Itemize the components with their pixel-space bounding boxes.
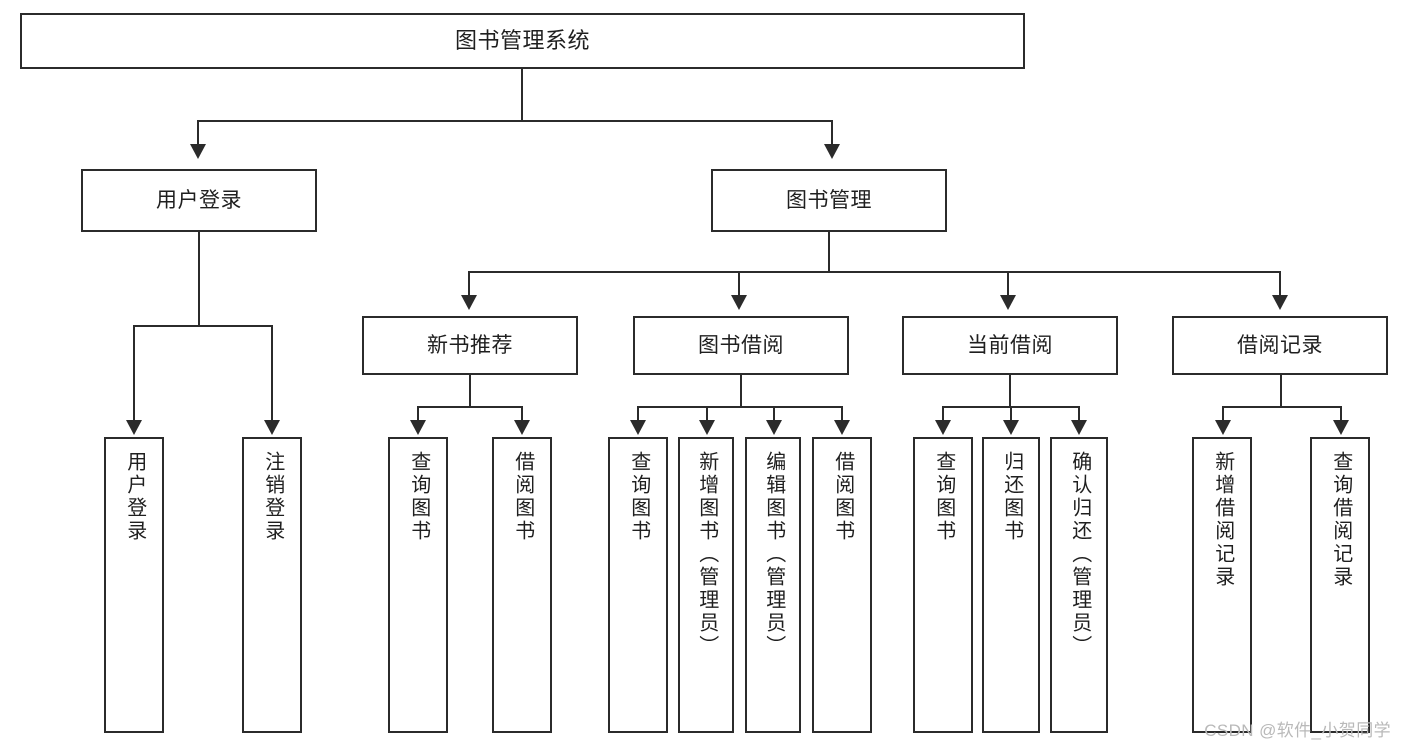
node-user-login[interactable]: 用户登录 — [81, 169, 317, 232]
node-label: 借阅图书 — [511, 451, 534, 543]
node-label: 图书管理系统 — [454, 27, 590, 53]
leaf-borrow-book-borrow[interactable]: 借阅图书 — [812, 437, 872, 733]
leaf-return-book[interactable]: 归还图书 — [982, 437, 1040, 733]
node-label: 查询图书 — [407, 451, 430, 543]
connector-new-book-bus — [417, 406, 522, 408]
node-label: 新增图书（管理员） — [695, 451, 718, 658]
arrowhead-leaf-query-book-3 — [935, 420, 951, 435]
leaf-query-borrow-record[interactable]: 查询借阅记录 — [1310, 437, 1370, 733]
connector-borrow-record-stem — [1280, 375, 1282, 407]
node-label: 图书管理 — [786, 188, 872, 212]
leaf-add-book-admin[interactable]: 新增图书（管理员） — [678, 437, 734, 733]
connector-current-borrow-drop-3 — [1078, 406, 1080, 422]
connector-book-borrow-drop-3 — [773, 406, 775, 422]
node-borrow-record[interactable]: 借阅记录 — [1172, 316, 1388, 375]
node-label: 图书借阅 — [698, 333, 784, 357]
arrowhead-borrow-record — [1272, 295, 1288, 310]
leaf-user-login[interactable]: 用户登录 — [104, 437, 164, 733]
connector-borrow-record-drop-1 — [1222, 406, 1224, 422]
leaf-logout[interactable]: 注销登录 — [242, 437, 302, 733]
connector-book-borrow-drop-1 — [637, 406, 639, 422]
arrowhead-leaf-confirm-return — [1071, 420, 1087, 435]
node-label: 查询图书 — [932, 451, 955, 543]
arrowhead-leaf-user-login — [126, 420, 142, 435]
connector-user-login-stem — [198, 232, 200, 326]
node-current-borrow[interactable]: 当前借阅 — [902, 316, 1118, 375]
leaf-query-book-current[interactable]: 查询图书 — [913, 437, 973, 733]
leaf-borrow-book-newbook[interactable]: 借阅图书 — [492, 437, 552, 733]
connector-book-borrow-drop-2 — [706, 406, 708, 422]
connector-to-current-borrow — [1007, 271, 1009, 297]
arrowhead-leaf-query-record — [1333, 420, 1349, 435]
connector-book-manage-bus — [468, 271, 1280, 273]
connector-root-to-book-manage — [831, 120, 833, 146]
node-label: 用户登录 — [156, 188, 242, 212]
connector-root-bus — [197, 120, 833, 122]
arrowhead-user-login — [190, 144, 206, 159]
connector-current-borrow-drop-2 — [1010, 406, 1012, 422]
connector-new-book-drop-2 — [521, 406, 523, 422]
connector-root-to-user-login — [197, 120, 199, 146]
arrowhead-leaf-query-book-1 — [410, 420, 426, 435]
connector-to-new-book — [468, 271, 470, 297]
arrowhead-leaf-add-book — [699, 420, 715, 435]
arrowhead-leaf-query-book-2 — [630, 420, 646, 435]
node-label: 新增借阅记录 — [1211, 451, 1234, 589]
arrowhead-current-borrow — [1000, 295, 1016, 310]
node-label: 当前借阅 — [967, 333, 1053, 357]
arrowhead-leaf-return-book — [1003, 420, 1019, 435]
connector-new-book-drop-1 — [417, 406, 419, 422]
arrowhead-new-book — [461, 295, 477, 310]
leaf-query-book-newbook[interactable]: 查询图书 — [388, 437, 448, 733]
connector-user-login-drop-1 — [133, 325, 135, 422]
connector-book-borrow-bus — [637, 406, 842, 408]
connector-current-borrow-stem — [1009, 375, 1011, 407]
watermark-text: CSDN @软件_小贺同学 — [1204, 721, 1391, 740]
connector-new-book-stem — [469, 375, 471, 407]
node-label: 确认归还（管理员） — [1068, 451, 1091, 658]
connector-book-borrow-drop-4 — [841, 406, 843, 422]
node-label: 借阅记录 — [1237, 333, 1323, 357]
leaf-query-book-borrow[interactable]: 查询图书 — [608, 437, 668, 733]
node-book-manage[interactable]: 图书管理 — [711, 169, 947, 232]
node-label: 用户登录 — [123, 451, 146, 543]
connector-user-login-drop-2 — [271, 325, 273, 422]
leaf-confirm-return-admin[interactable]: 确认归还（管理员） — [1050, 437, 1108, 733]
node-label: 借阅图书 — [831, 451, 854, 543]
arrowhead-leaf-logout — [264, 420, 280, 435]
node-root-system[interactable]: 图书管理系统 — [20, 13, 1025, 69]
leaf-edit-book-admin[interactable]: 编辑图书（管理员） — [745, 437, 801, 733]
arrowhead-book-manage — [824, 144, 840, 159]
arrowhead-leaf-add-record — [1215, 420, 1231, 435]
node-new-book-recommend[interactable]: 新书推荐 — [362, 316, 578, 375]
arrowhead-leaf-edit-book — [766, 420, 782, 435]
node-label: 归还图书 — [1000, 451, 1023, 543]
connector-current-borrow-drop-1 — [942, 406, 944, 422]
connector-borrow-record-bus — [1222, 406, 1341, 408]
connector-user-login-bus — [133, 325, 272, 327]
node-label: 查询借阅记录 — [1329, 451, 1352, 589]
node-book-borrow[interactable]: 图书借阅 — [633, 316, 849, 375]
arrowhead-book-borrow — [731, 295, 747, 310]
connector-root-stem — [521, 69, 523, 121]
node-label: 新书推荐 — [427, 333, 513, 357]
node-label: 编辑图书（管理员） — [762, 451, 785, 658]
arrowhead-leaf-borrow-book-2 — [834, 420, 850, 435]
connector-borrow-record-drop-2 — [1340, 406, 1342, 422]
connector-book-manage-stem — [828, 232, 830, 272]
connector-to-borrow-record — [1279, 271, 1281, 297]
arrowhead-leaf-borrow-book-1 — [514, 420, 530, 435]
leaf-add-borrow-record[interactable]: 新增借阅记录 — [1192, 437, 1252, 733]
connector-book-borrow-stem — [740, 375, 742, 407]
node-label: 查询图书 — [627, 451, 650, 543]
connector-to-book-borrow — [738, 271, 740, 297]
node-label: 注销登录 — [261, 451, 284, 543]
